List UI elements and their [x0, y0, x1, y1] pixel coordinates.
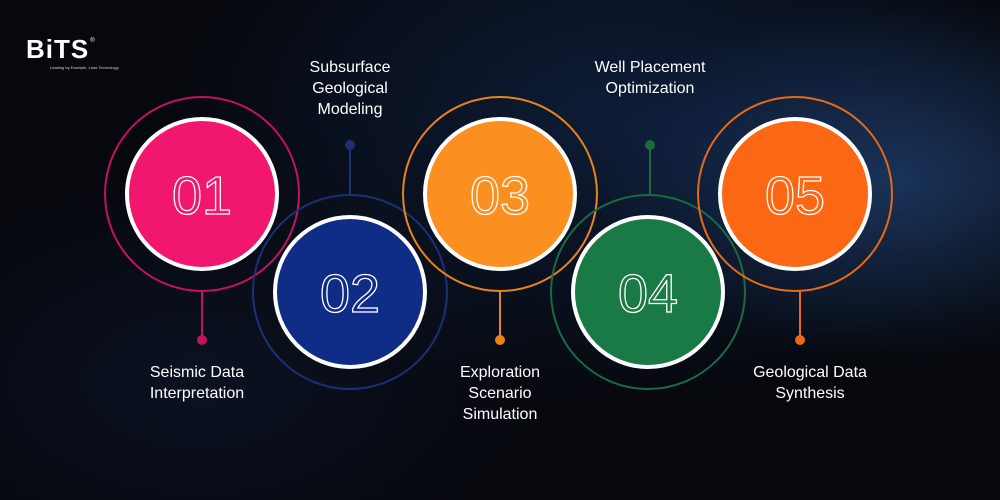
step-03: 03: [402, 96, 598, 292]
connector-03: [495, 290, 505, 345]
step-label-03-line-2: Scenario: [468, 385, 532, 402]
step-ring-04: [550, 194, 746, 390]
step-label-02-line-2: Geological: [312, 80, 388, 97]
step-ring-01: [104, 96, 300, 292]
step-05: 05: [697, 96, 893, 292]
step-ring-05: [697, 96, 893, 292]
logo-registered-mark: ®: [90, 38, 95, 44]
connector-dot-01: [197, 335, 207, 345]
step-circle-03: [423, 117, 577, 271]
connector-dot-02: [345, 140, 355, 150]
step-label-01-line-2: Interpretation: [149, 385, 245, 402]
logo-text: BiTS: [26, 34, 90, 64]
connector-04: [645, 140, 655, 196]
step-number-04: 04: [618, 264, 678, 324]
step-label-02: Subsurface Geological Modeling: [270, 57, 430, 120]
step-circle-01: [125, 117, 279, 271]
step-label-01: Seismic Data Interpretation: [117, 362, 277, 404]
step-04: 04: [550, 194, 746, 390]
step-number-02: 02: [320, 264, 380, 324]
connector-dot-04: [645, 140, 655, 150]
step-01: 01: [104, 96, 300, 292]
step-ring-03: [402, 96, 598, 292]
logo-tagline: Leading by Example, Lead Technology: [50, 65, 119, 70]
step-label-03-line-3: Simulation: [462, 406, 538, 423]
step-number-01: 01: [172, 166, 232, 226]
connector-01: [197, 290, 207, 345]
step-label-04-line-2: Optimization: [605, 80, 695, 97]
step-number-03: 03: [470, 166, 530, 226]
step-label-02-line-1: Subsurface: [309, 59, 391, 76]
step-label-05-line-2: Synthesis: [775, 385, 845, 402]
step-label-02-line-3: Modeling: [317, 101, 383, 118]
connector-02: [345, 140, 355, 196]
company-logo: BiTS ® Leading by Example, Lead Technolo…: [26, 34, 119, 70]
connector-dot-03: [495, 335, 505, 345]
step-ring-02: [252, 194, 448, 390]
step-label-04-line-1: Well Placement: [594, 59, 706, 76]
connector-dot-05: [795, 335, 805, 345]
step-circle-02: [273, 215, 427, 369]
step-circle-04: [571, 215, 725, 369]
step-label-01-line-1: Seismic Data: [149, 364, 245, 381]
step-label-05: Geological Data Synthesis: [730, 362, 890, 404]
step-label-05-line-1: Geological Data: [753, 364, 867, 381]
step-label-03: Exploration Scenario Simulation: [420, 362, 580, 425]
step-label-04: Well Placement Optimization: [570, 57, 730, 99]
step-label-03-line-1: Exploration: [459, 364, 541, 381]
step-number-05: 05: [765, 166, 825, 226]
step-02: 02: [252, 194, 448, 390]
connector-05: [795, 290, 805, 345]
step-circle-05: [718, 117, 872, 271]
